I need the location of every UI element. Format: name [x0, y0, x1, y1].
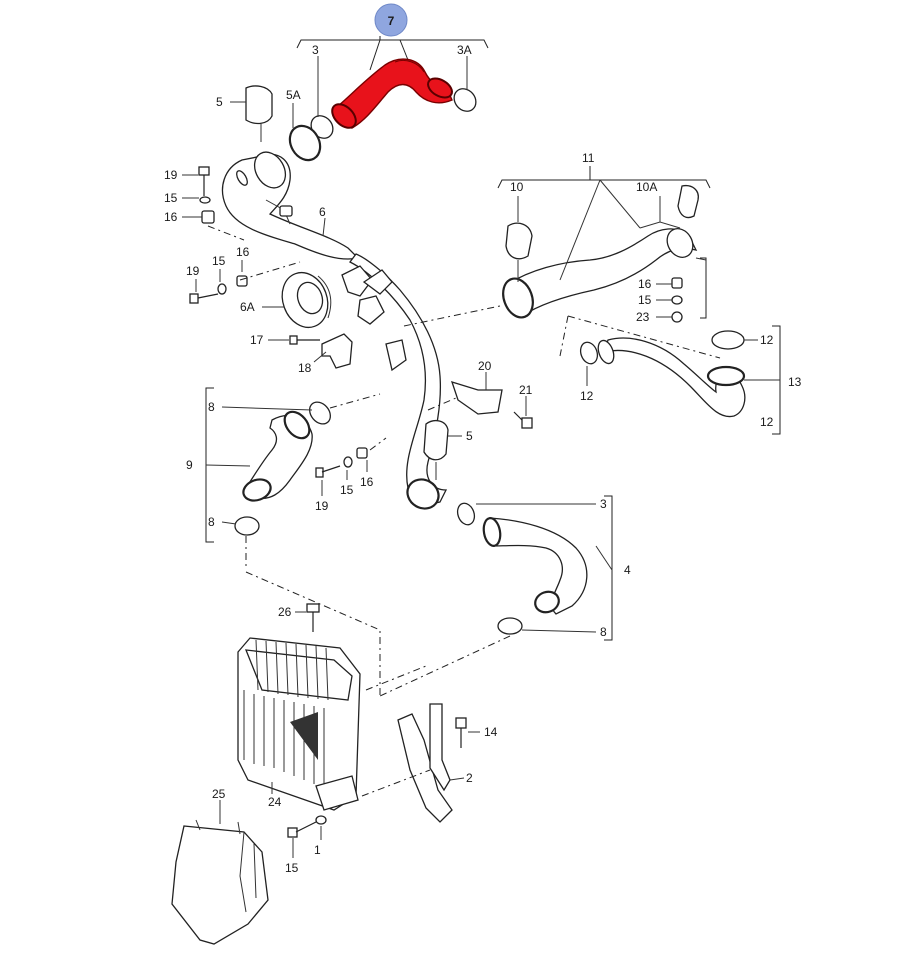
callout-8-c: 8 — [600, 625, 607, 639]
part-17-bolt[interactable] — [289, 335, 320, 345]
callout-15-mid: 15 — [212, 254, 226, 268]
callout-19-low: 19 — [315, 499, 329, 513]
callout-6a: 6A — [240, 300, 255, 314]
callout-3a: 3A — [457, 43, 472, 57]
part-12-oring-a[interactable] — [578, 340, 601, 366]
callout-26: 26 — [278, 605, 292, 619]
callout-25: 15 — [285, 861, 299, 875]
part-9-hose[interactable] — [240, 407, 314, 504]
callout-5a: 5A — [286, 88, 301, 102]
part-24-air-duct[interactable] — [171, 819, 269, 945]
callout-10: 10 — [510, 180, 524, 194]
callout-15-low: 15 — [340, 483, 354, 497]
part-13-hose[interactable] — [595, 337, 746, 418]
callout-16-low: 16 — [360, 475, 374, 489]
part-7-badge[interactable] — [374, 3, 408, 37]
callout-12-a: 12 — [580, 389, 594, 403]
part-3a-oring[interactable] — [450, 84, 481, 115]
part-12-oring-b[interactable] — [711, 330, 745, 350]
callout-15-bottom: 1 — [314, 843, 321, 857]
part-11-pipe[interactable] — [498, 221, 698, 322]
part-21-bolt[interactable] — [513, 411, 533, 429]
part-central-pipe[interactable] — [341, 253, 448, 514]
part-15-washer-mid[interactable] — [217, 283, 227, 295]
part-19-bolt-top[interactable] — [198, 166, 210, 196]
callout-15-right: 15 — [638, 293, 652, 307]
part-8-oring-c[interactable] — [497, 617, 523, 635]
callout-10a: 10A — [636, 180, 657, 194]
part-1-intercooler[interactable] — [237, 637, 361, 811]
callout-5-top: 5 — [216, 95, 223, 109]
callout-13: 13 — [788, 375, 802, 389]
callout-7: 7 — [388, 14, 395, 28]
callout-3: 3 — [312, 43, 319, 57]
part-8-oring-b[interactable] — [234, 516, 260, 536]
callout-21: 21 — [519, 383, 533, 397]
part-5-seal-mid[interactable] — [423, 419, 449, 461]
callout-8-a: 8 — [208, 400, 215, 414]
callout-4: 4 — [624, 563, 631, 577]
callout-15-top: 15 — [164, 191, 178, 205]
part-5-seal-top[interactable] — [245, 85, 273, 125]
part-16-nut-top[interactable] — [201, 210, 215, 224]
callout-1: 24 — [268, 795, 282, 809]
part-19-bolt-low[interactable] — [315, 465, 341, 478]
callout-16-mid: 16 — [236, 245, 250, 259]
callout-19-mid: 19 — [186, 264, 200, 278]
callout-16-top: 16 — [164, 210, 178, 224]
callout-12-c: 12 — [760, 415, 774, 429]
callout-19-top: 19 — [164, 168, 178, 182]
callout-14: 14 — [484, 725, 498, 739]
part-10a-seal[interactable] — [677, 184, 699, 219]
part-19-bolt-mid[interactable] — [189, 293, 219, 304]
part-5a-clamp[interactable] — [284, 120, 326, 165]
callout-12-b: 12 — [760, 333, 774, 347]
callout-20: 20 — [478, 359, 492, 373]
callout-16-right: 16 — [638, 277, 652, 291]
group-bracket-7: 7 — [296, 3, 489, 71]
part-18-bracket[interactable] — [321, 333, 353, 369]
part-16-nut-low[interactable] — [356, 447, 368, 459]
part-6-pipe[interactable] — [221, 147, 360, 260]
part-25-bolt[interactable] — [287, 821, 317, 838]
callout-24: 25 — [212, 787, 226, 801]
part-14-bolt[interactable] — [455, 717, 467, 748]
part-20-bracket[interactable] — [450, 381, 503, 415]
part-15-washer-low[interactable] — [343, 456, 353, 468]
callout-23: 23 — [636, 310, 650, 324]
part-3-oring-low[interactable] — [455, 501, 478, 527]
callout-9: 9 — [186, 458, 193, 472]
callout-18: 18 — [298, 361, 312, 375]
part-16-nut-mid[interactable] — [236, 275, 248, 287]
callout-2: 2 — [466, 771, 473, 785]
callout-11: 11 — [582, 151, 595, 165]
part-16-nut-right[interactable] — [671, 277, 683, 289]
callout-3-low: 3 — [600, 497, 607, 511]
part-26-bolt[interactable] — [306, 603, 320, 632]
part-15-washer-bottom[interactable] — [315, 815, 327, 825]
part-15-washer-right[interactable] — [671, 295, 683, 305]
part-23-nut-right[interactable] — [671, 311, 683, 323]
part-6a-flange[interactable] — [275, 266, 335, 334]
part-4-hose[interactable] — [482, 517, 588, 616]
callout-6: 6 — [319, 205, 326, 219]
callout-5-mid: 5 — [466, 429, 473, 443]
part-15-washer-top[interactable] — [199, 196, 211, 204]
part-7-hose[interactable] — [328, 58, 456, 132]
part-8-oring-a[interactable] — [305, 398, 334, 428]
callout-17: 17 — [250, 333, 264, 347]
part-2-bracket[interactable] — [397, 703, 453, 823]
part-10-seal[interactable] — [505, 222, 533, 260]
callout-8-b: 8 — [208, 515, 215, 529]
